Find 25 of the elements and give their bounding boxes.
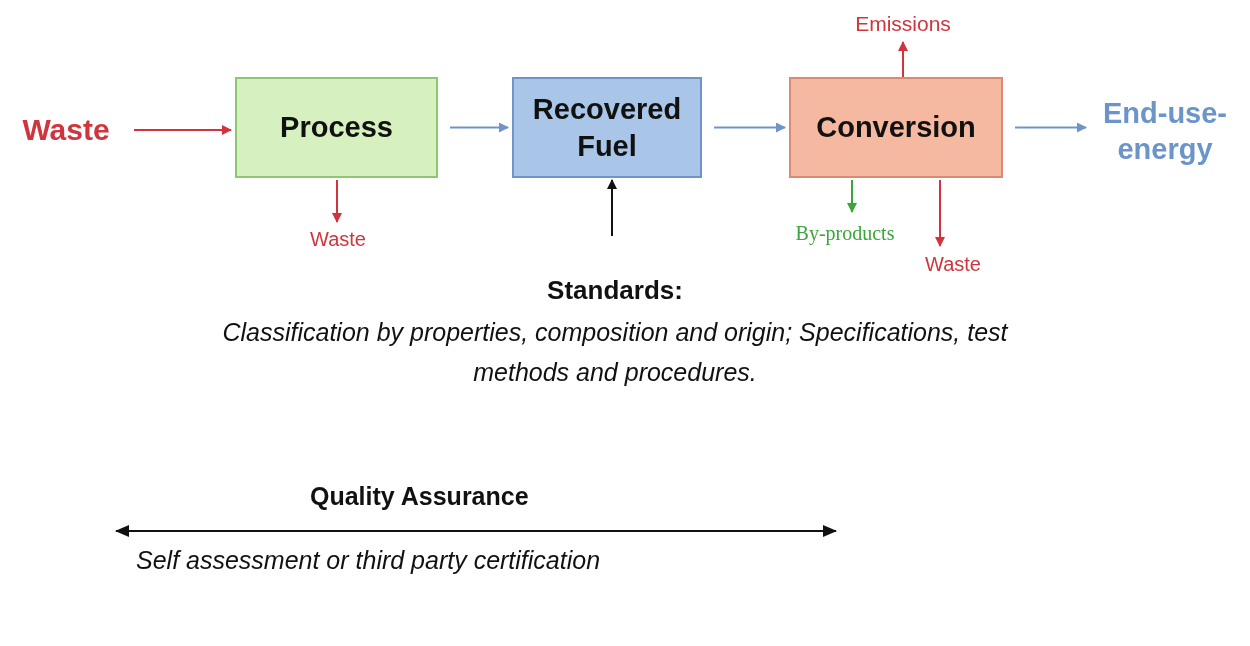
arrow <box>332 179 342 223</box>
box-label: Process <box>280 110 393 146</box>
output-label: Waste <box>925 251 981 277</box>
arrow <box>607 179 617 237</box>
standards-heading: Standards: <box>547 275 683 306</box>
output-label: End-use-energy <box>1101 95 1229 167</box>
process-box <box>512 77 702 178</box>
section-heading: Quality Assurance <box>310 482 529 511</box>
output-label: Waste <box>310 226 366 252</box>
arrow <box>713 122 786 133</box>
arrow <box>133 125 232 135</box>
arrow <box>847 179 857 213</box>
note-text: Self assessment or third party certification <box>136 546 601 575</box>
arrow <box>1014 122 1087 133</box>
process-box <box>789 77 1003 178</box>
standards-text: Classification by properties, composition and origin; Specifications, test methods and procedures. <box>221 317 1010 388</box>
arrow <box>935 179 945 247</box>
output-label: Emissions <box>855 10 951 37</box>
input-label: Waste <box>22 112 110 149</box>
box-label: Recovered Fuel <box>531 92 683 164</box>
box-label: Conversion <box>816 110 976 146</box>
output-label: By-products <box>795 220 895 246</box>
arrow <box>898 41 908 78</box>
arrow <box>449 122 509 133</box>
process-box <box>235 77 438 178</box>
